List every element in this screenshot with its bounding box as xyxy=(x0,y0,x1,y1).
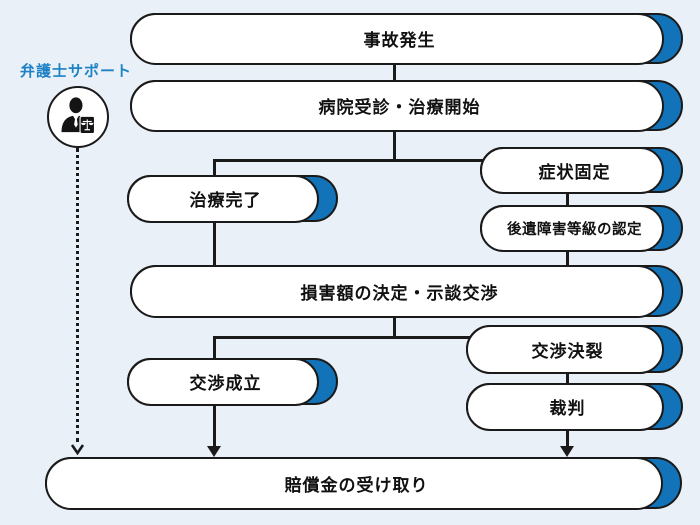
flow-node-treatment-complete: 治療完了 xyxy=(126,174,338,223)
lawyer-scales-icon xyxy=(61,97,96,135)
connector-trial-to-compensation xyxy=(566,428,569,447)
flow-node-disability-grade: 後遺障害等級の認定 xyxy=(479,204,683,252)
flow-node-accident-label: 事故発生 xyxy=(363,31,436,51)
flow-node-symptoms-fixed-label: 症状固定 xyxy=(538,162,611,183)
flow-node-negotiation-settled-label: 交渉成立 xyxy=(189,374,262,394)
arrowhead-lawyer-chevron-icon xyxy=(70,444,85,455)
lawyer-support-badge xyxy=(47,86,109,148)
connector-settled-to-compensation xyxy=(213,403,216,447)
flow-node-hospital-treatment: 病院受診・治療開始 xyxy=(129,79,683,132)
flow-node-trial: 裁判 xyxy=(465,382,683,431)
connector-branch-to-treatment xyxy=(213,159,216,179)
flow-node-compensation-received: 賠償金の受け取り xyxy=(44,456,682,510)
connector-branch-top-horizontal xyxy=(213,159,493,162)
flow-node-negotiation-breakdown: 交渉決裂 xyxy=(465,324,683,374)
flow-node-treatment-complete-label: 治療完了 xyxy=(189,191,262,211)
connector-breakdown-to-trial xyxy=(566,371,569,385)
connector-hospital-branch xyxy=(393,129,396,162)
connector-accident-hospital xyxy=(393,62,396,82)
flow-node-trial-label: 裁判 xyxy=(549,399,586,419)
flow-node-damages-negotiation-label: 損害額の決定・示談交渉 xyxy=(300,283,499,304)
flow-node-accident: 事故発生 xyxy=(129,12,683,65)
arrowhead-settled-icon xyxy=(207,446,221,457)
connector-branch-bottom-horizontal xyxy=(213,336,475,339)
connector-symptoms-to-grade xyxy=(566,191,569,207)
flow-node-negotiation-settled: 交渉成立 xyxy=(126,357,338,406)
flow-node-hospital-treatment-label: 病院受診・治療開始 xyxy=(318,98,481,118)
flow-node-disability-grade-label: 後遺障害等級の認定 xyxy=(507,221,642,238)
lawyer-support-label: 弁護士サポート xyxy=(20,62,133,80)
connector-treatment-to-damages xyxy=(213,220,216,267)
flow-node-negotiation-breakdown-label: 交渉決裂 xyxy=(531,341,604,362)
connector-branch-to-settled xyxy=(213,336,216,360)
arrowhead-trial-icon xyxy=(560,446,574,457)
connector-lawyer-support-dotted xyxy=(76,148,79,442)
flow-node-symptoms-fixed: 症状固定 xyxy=(479,146,683,194)
flow-node-damages-negotiation: 損害額の決定・示談交渉 xyxy=(129,264,683,318)
flow-node-compensation-received-label: 賠償金の受け取り xyxy=(284,475,429,496)
connector-grade-to-damages xyxy=(566,249,569,267)
connector-damages-branch xyxy=(393,315,396,339)
